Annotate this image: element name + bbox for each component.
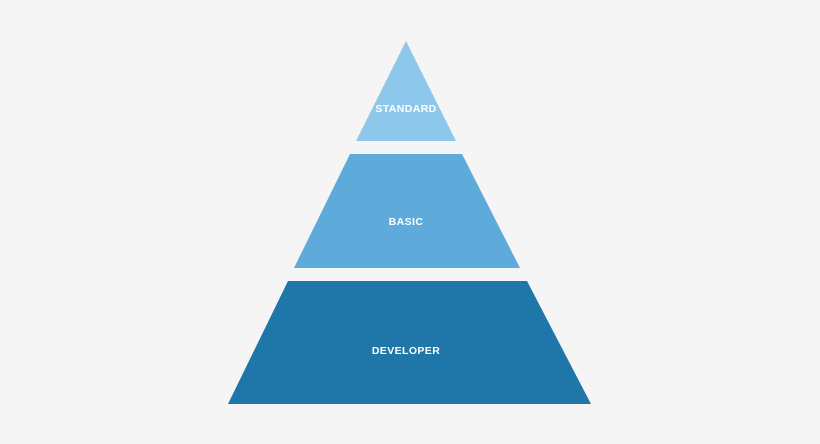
tier-standard-label: STANDARD [375, 103, 436, 115]
tier-developer-shape [228, 281, 591, 404]
tier-basic-shape [294, 154, 520, 268]
tier-basic-label: BASIC [389, 216, 424, 228]
tier-developer-label: DEVELOPER [372, 345, 440, 357]
tier-standard-shape [356, 41, 456, 141]
